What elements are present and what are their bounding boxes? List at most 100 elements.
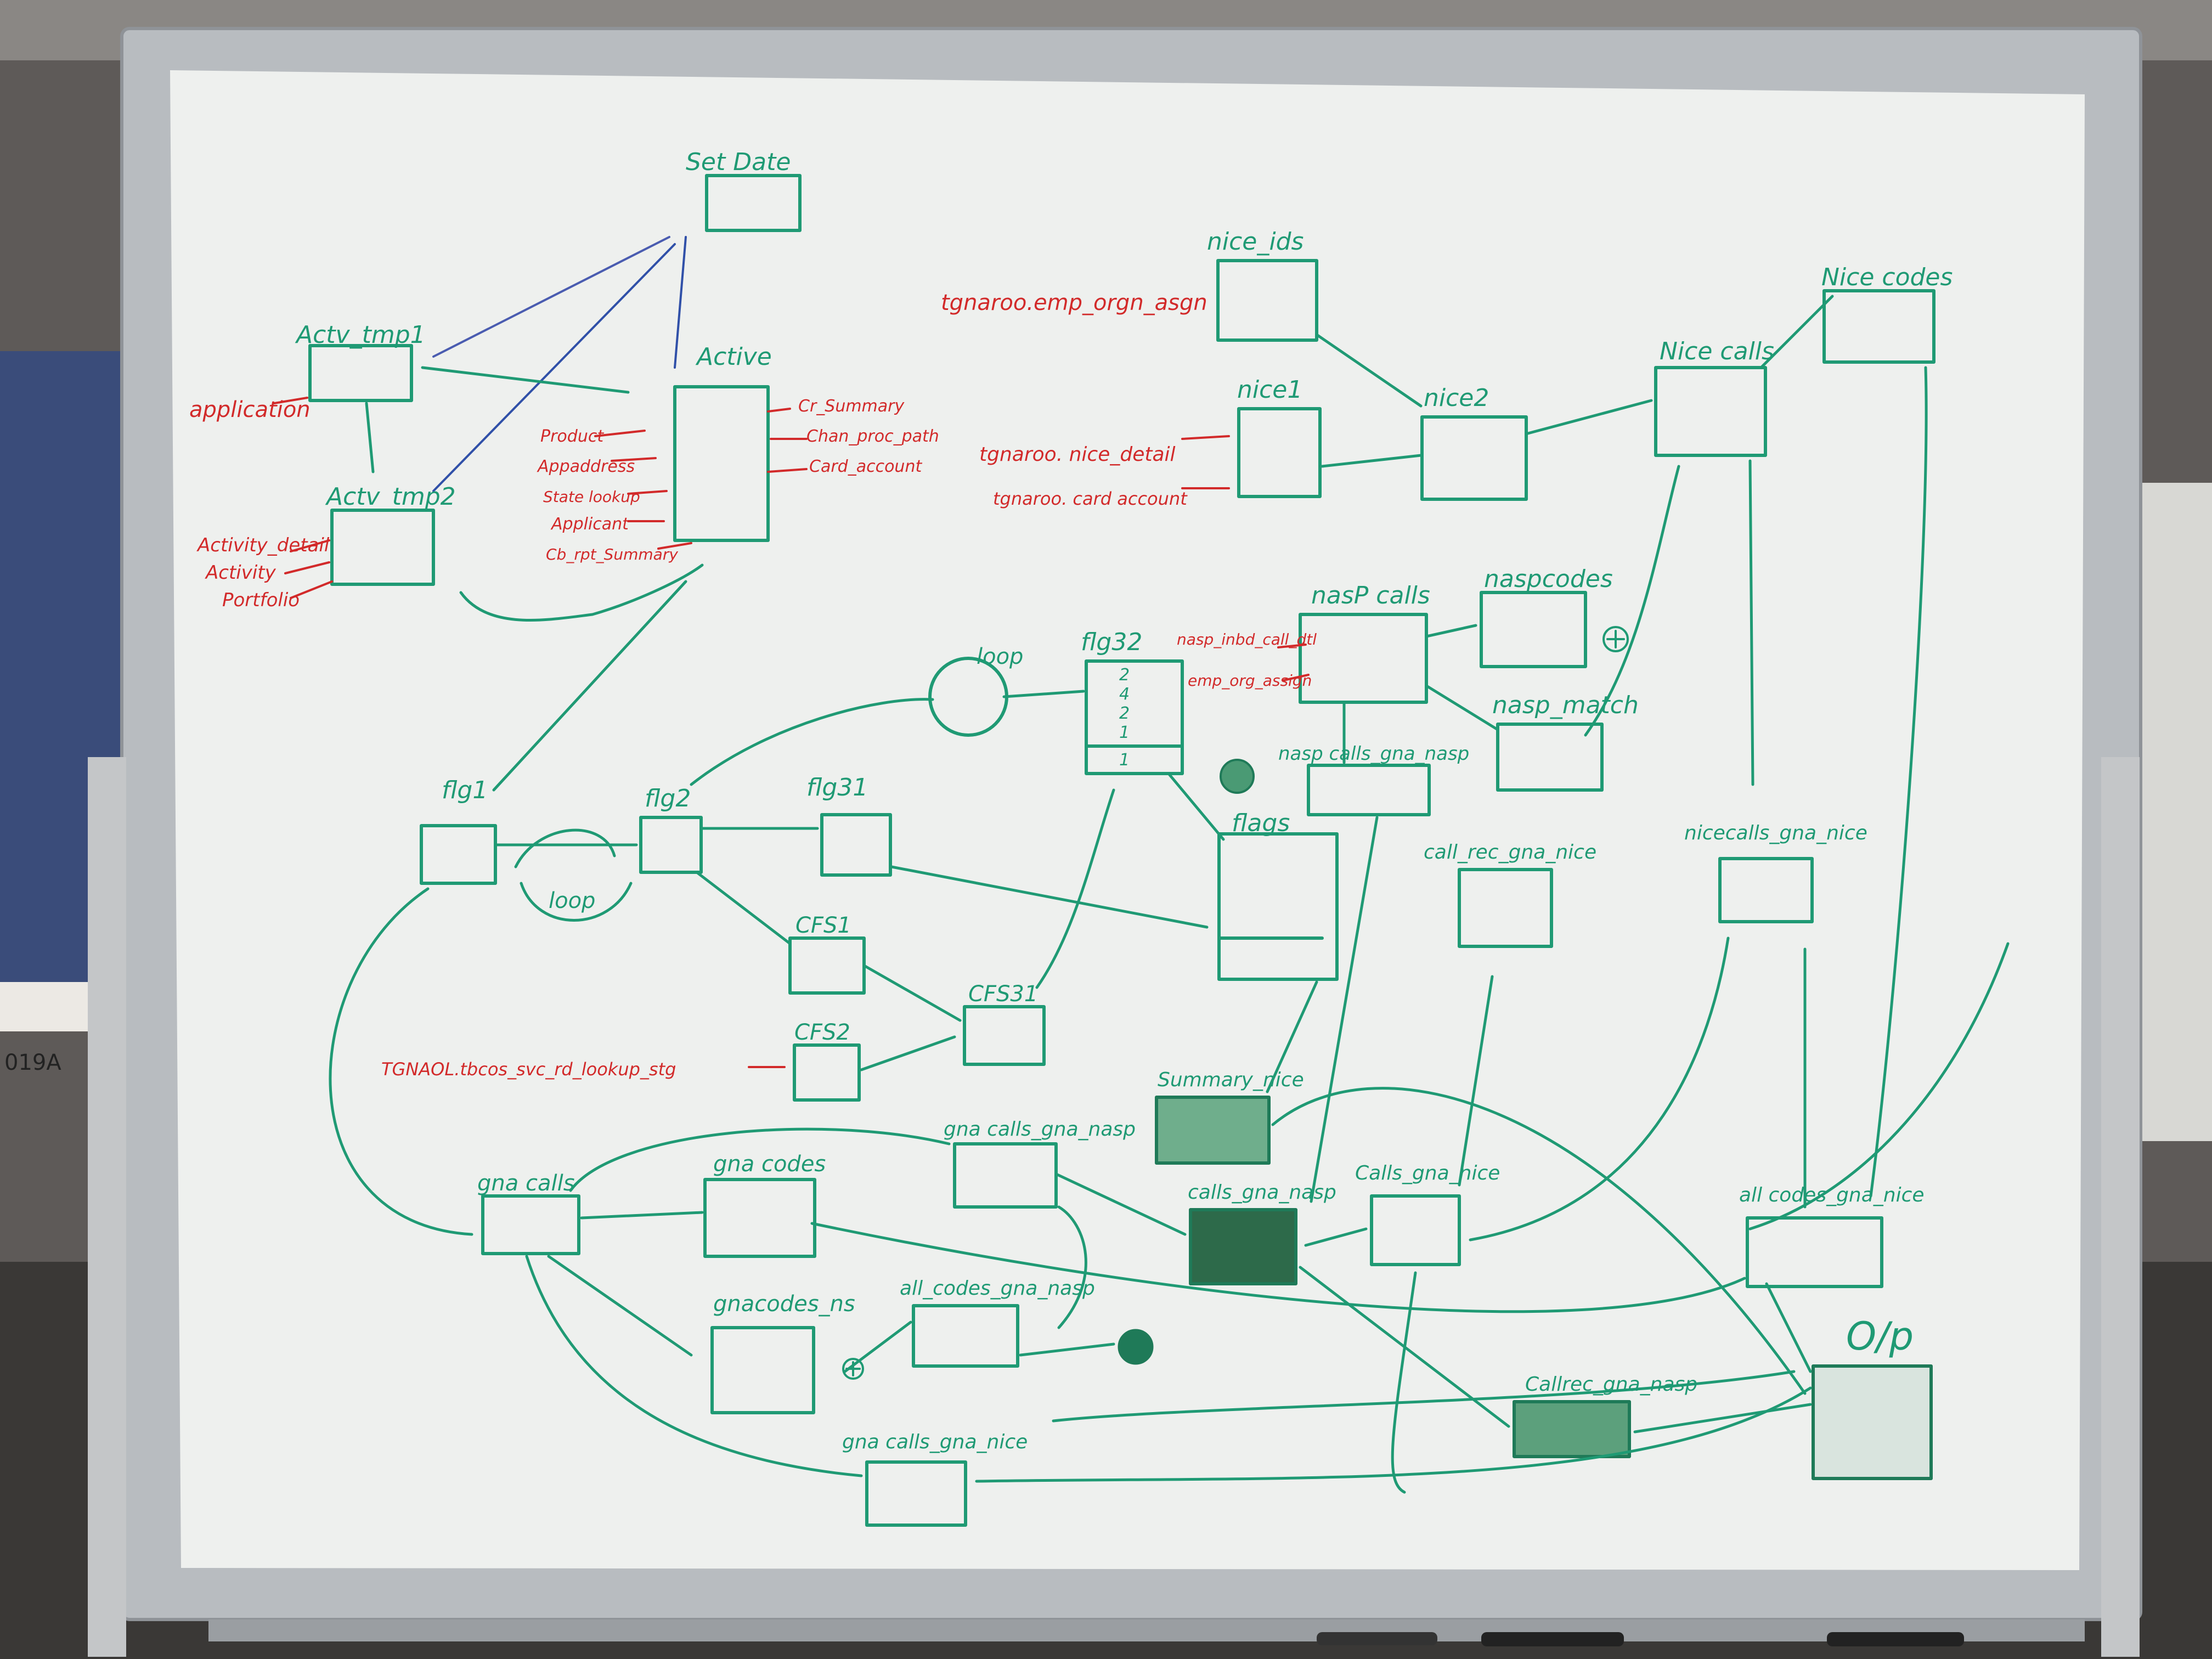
edge-nicecodes-allcodes [1869,366,1928,1198]
box-nicecalls-gna-nice [1718,857,1814,923]
label-flg31: flg31 [806,774,868,802]
edge-loop [514,828,633,922]
box-nice2 [1420,415,1528,501]
box-all-codes-gna-nasp [912,1304,1019,1368]
label-nasp-codes: naspcodes [1484,565,1613,593]
edge-naspmatch-nicecalls [1584,465,1680,737]
box-gna-calls [481,1194,580,1255]
label-gnacalls-gna-nasp: gna calls_gna_nasp [944,1118,1136,1141]
edge-actv2-flg1 [459,563,704,622]
label-nasp-calls: nasP calls [1311,582,1430,610]
label-nice-ids: nice_ids [1207,228,1304,256]
flg32-entry: 4 [1119,685,1130,704]
box-nice-codes [1822,289,1936,364]
left-stand [88,757,126,1657]
edge-flg32-flags [1167,772,1225,841]
box-callrec-gna-nasp [1513,1400,1631,1458]
edge-nicecalls-down [1748,459,1754,786]
box-actv-tmp1 [308,344,413,402]
label-gna-codes: gna codes [713,1152,826,1177]
edge-allcodesnice-op [1765,1282,1812,1373]
edge-flg2-cfs1 [695,871,792,945]
input-portfolio: Portfolio [222,589,300,611]
edge-summary-op [1271,1087,1807,1395]
box-set-date [705,174,802,232]
marker-red [1481,1632,1624,1646]
edge-nasp-naspmatch [1425,684,1499,731]
box-gnacodes-ns [710,1326,815,1414]
box-gna-codes [703,1178,816,1258]
input-nasp-inbd-call-dtl: nasp_inbd_call_dtl [1177,630,1317,648]
edge-callsgnanice-callsgnanasp [1304,1227,1368,1247]
arrow-cb-rpt [657,542,692,550]
arrow-appaddress [611,457,657,462]
label-nice2: nice2 [1424,384,1489,412]
label-nasp-match: nasp_match [1492,691,1639,719]
edge-gnacalls-gnacodes [580,1211,704,1220]
box-op-cylinder [1812,1364,1933,1480]
edge-nicecallsgna-allcodes [1748,942,2010,1231]
plus-icon-naspcodes [1602,626,1629,652]
arrow-tgnaroo-nice [1181,435,1230,440]
box-flg31 [820,813,892,877]
label-op: O/p [1846,1314,1914,1359]
input-card-account: Card_account [809,457,922,476]
edge-allcodesnasp-dot [1019,1342,1115,1357]
edge-actv1-active [421,366,630,394]
box-actv-tmp2 [330,509,435,586]
edge-flg31-flags [890,865,1209,929]
edge-setdate-actv2 [432,243,676,492]
box-active [673,385,770,542]
input-tgnaroo-card-account: tgnaroo. card account [993,488,1188,509]
arrow-nasp-inbd [1277,644,1307,648]
edge-flg1-gnacalls [329,887,473,1236]
box-cfs2 [793,1043,861,1102]
edge-misc-up [1052,1370,1796,1423]
arrow-application [273,397,308,404]
edge-naspgna-callsgnanasp [1310,816,1379,1203]
desk-label: 019A [4,1050,61,1075]
input-cb-rpt-summary: Cb_rpt_Summary [546,545,678,563]
edge-callsgnanice-nicecalls [1391,1271,1417,1494]
marker-dark [1317,1632,1437,1645]
label-nice-calls: Nice calls [1660,337,1774,365]
box-nasp-calls-gna-nasp [1307,764,1431,816]
marker-tray [208,1620,2085,1641]
diagram [273,174,2010,1527]
edge-allcodesnasp-gnacallsnasp [1057,1205,1087,1329]
label-all-codes-gna-nice: all codes_gna_nice [1739,1184,1925,1206]
box-nasp-codes [1480,591,1587,668]
label-gnacodes-ns: gnacodes_ns [713,1291,855,1317]
label-nasp-calls-gna-nasp: nasp calls_gna_nasp [1278,743,1469,765]
box-nasp-calls [1299,613,1428,704]
edge-nasp-naspcodes [1425,624,1477,638]
whiteboard-surface [170,70,2085,1570]
input-application: application [189,397,311,422]
edge-cfs1-cfs31 [862,964,962,1022]
flg32-entry: 2 [1119,704,1130,723]
half-dot [1220,759,1255,794]
label-flg32: flg32 [1081,628,1142,656]
edge-gnacodes-allcodesnice [810,1222,1746,1313]
arrow-activity [284,561,330,574]
label-cfs31: CFS31 [968,981,1038,1007]
arrow-portfolio [290,580,333,599]
label-calls-gna-nasp: calls_gna_nasp [1188,1181,1336,1204]
input-tgnaroo-nice-detail: tgnaroo. nice_detail [979,443,1176,466]
label-nice-codes: Nice codes [1821,263,1953,291]
box-all-codes-gna-nice [1746,1216,1883,1288]
input-chan-proc-path: Chan_proc_path [806,427,939,446]
arrow-card-account [767,468,808,473]
box-flg32 [1085,659,1184,775]
arrow-state-lookup [627,490,668,495]
label-set-date: Set Date [686,148,791,176]
input-tgnaol-tbcos: TGNAOL.tbcos_svc_rd_lookup_stg [381,1059,676,1080]
input-tgnaroo-emp-orgn-asgn: tgnaroo.emp_orgn_asgn [941,290,1207,315]
box-nice1 [1237,407,1322,498]
label-cfs2: CFS2 [794,1020,850,1045]
marker-black [1827,1632,1964,1646]
arrow-emp-org [1283,674,1310,681]
edge-active-flg1 [492,580,687,792]
plus-icon-gnacodes [842,1358,864,1380]
